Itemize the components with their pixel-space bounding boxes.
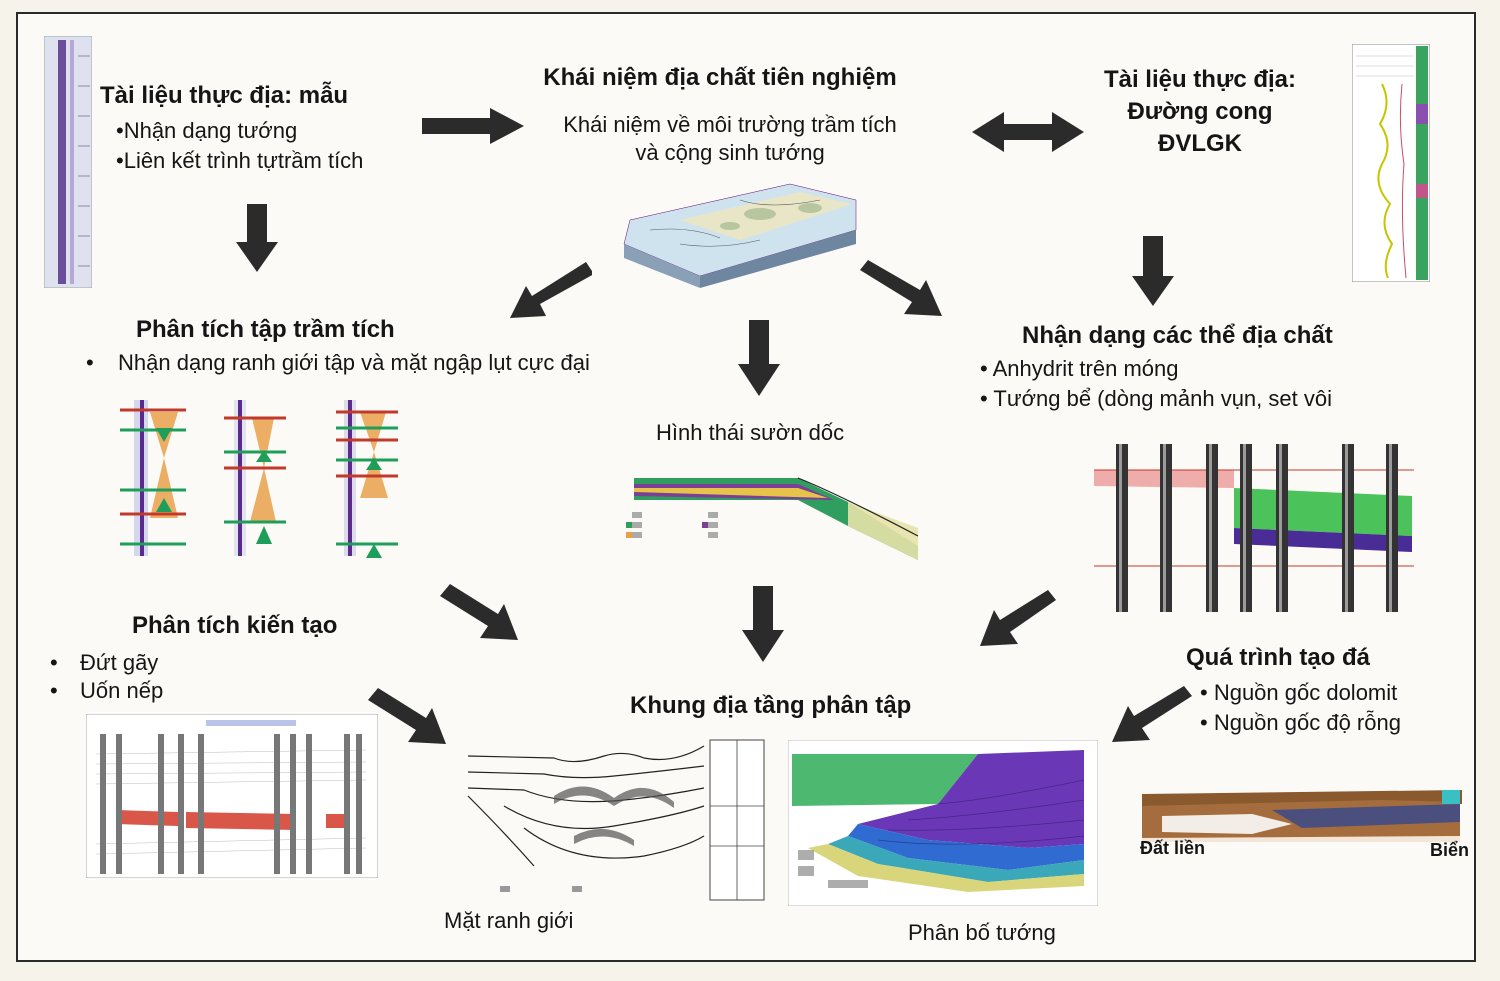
arrow-concept-down [738,320,780,396]
arrow-sequence-to-framework [440,584,518,640]
dolomite-origin-item: • Nguồn gốc dolomit [1200,680,1398,705]
well-log-line3: ĐVLGK [1158,130,1242,157]
sequence-analysis-bullet: • [86,350,94,375]
arrow-log-down [1132,236,1174,306]
field-data-samples-title: Tài liệu thực địa: mẫu [100,82,349,109]
depositional-environment-line1: Khái niệm về môi trường trầm tích [563,112,897,137]
sequence-framework-title: Khung địa tầng phân tập [630,692,912,719]
arrow-samples-to-concept [422,108,524,144]
tectonic-cross-section-figure [86,714,378,878]
arrow-concept-to-sequence [510,262,592,318]
core-log-figure [44,36,92,288]
sequence-boundary-item: Nhận dạng ranh giới tập và mặt ngập lụt … [118,350,590,375]
prior-geology-concept-title: Khái niệm địa chất tiên nghiệm [543,64,897,91]
land-sea-profile-figure [1142,790,1462,842]
depositional-environment-line2: và cộng sinh tướng [635,140,825,165]
boundary-surface-figure [464,736,774,906]
arrow-concept-log-bidirectional [972,112,1084,152]
sea-label: Biển [1430,840,1470,860]
arrow-concept-to-geobodies [860,260,942,316]
facies-identification-item: •Nhận dạng tướng [116,118,298,143]
sequence-correlation-item: •Liên kết trình tựtrầm tích [116,148,364,173]
tectonic-analysis-title: Phân tích kiến tạo [132,612,338,639]
land-label: Đất liền [1140,838,1206,858]
anhydrite-item: • Anhydrit trên móng [980,356,1179,381]
porosity-origin-item: • Nguồn gốc độ rỗng [1200,710,1401,735]
geobody-identification-title: Nhận dạng các thể địa chất [1022,322,1333,349]
boundary-surface-label: Mặt ranh giới [444,908,574,933]
slope-profile-figure [598,466,920,564]
arrow-samples-down [236,204,278,272]
arrow-tectonics-to-framework [368,688,446,744]
well-log-line2: Đường cong [1127,98,1273,125]
basin-facies-item: • Tướng bể (dòng mảnh vụn, set vôi [980,386,1332,411]
fold-bullet: • [50,678,58,703]
facies-distribution-figure [788,740,1098,906]
facies-distribution-label: Phân bố tướng [908,920,1056,945]
well-log-line1: Tài liệu thực địa: [1103,66,1297,93]
fault-item: Đứt gãy [80,650,159,675]
sequence-well-sections-figure [120,400,398,558]
geobody-correlation-figure [1094,440,1414,614]
arrow-slope-down [742,586,784,662]
arrow-diagenesis-to-framework [1112,686,1192,742]
fault-bullet: • [50,650,58,675]
slope-morphology-title: Hình thái sườn dốc [656,420,845,445]
fold-item: Uốn nếp [80,678,164,703]
arrow-geobodies-to-framework [980,590,1056,646]
block-diagram-figure [623,183,857,288]
well-log-curve-figure [1352,44,1430,282]
sequence-analysis-title: Phân tích tập trầm tích [136,316,395,343]
diagenesis-title: Quá trình tạo đá [1186,644,1371,671]
